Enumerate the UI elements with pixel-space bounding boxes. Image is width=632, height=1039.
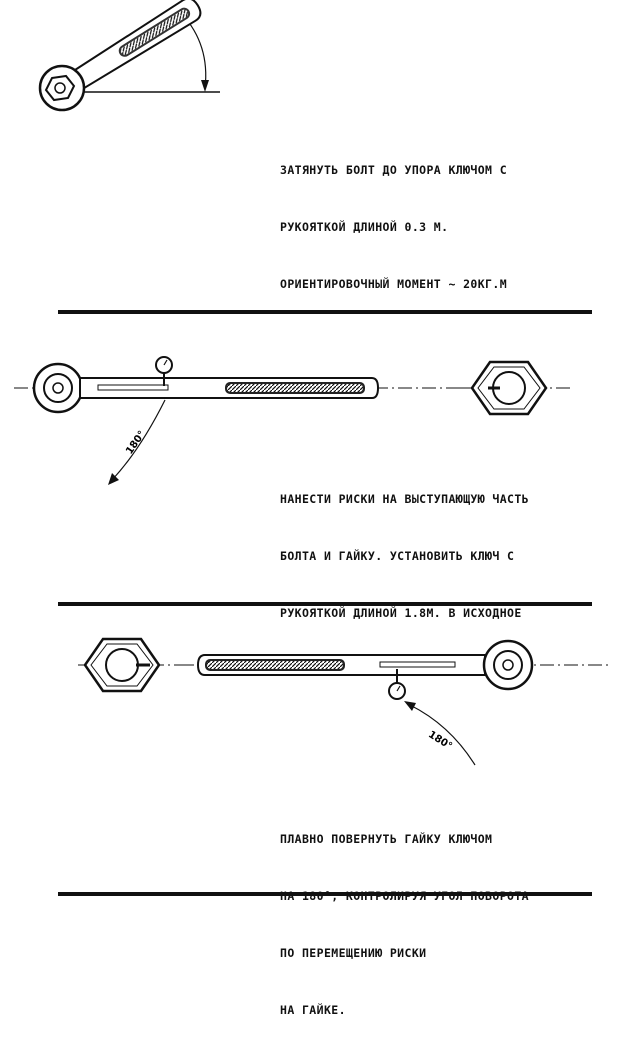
step3-figure: 180° — [0, 615, 632, 775]
step1-caption: затянуть болт до упора ключом с рукоятко… — [280, 123, 507, 313]
rotation-arc — [409, 704, 476, 766]
caption-line: на гайке. — [280, 1003, 346, 1017]
caption-line: нанести риски на выступающую часть — [280, 492, 530, 506]
handle-grip — [207, 661, 343, 669]
angle-arrowhead — [201, 80, 209, 92]
caption-line: по перемещению риски — [280, 946, 427, 960]
caption-line: болта и гайку. установить ключ с — [280, 549, 515, 563]
bolt-center — [54, 82, 66, 94]
bolt-end — [105, 648, 139, 682]
long-wrench-drawing: 180° — [14, 356, 570, 485]
caption-line: рукояткой длиной 1.8м. в исходное — [280, 606, 522, 620]
section-divider — [58, 310, 592, 314]
caption-line: затянуть болт до упора ключом с — [280, 163, 508, 177]
angle-label: 180° — [124, 429, 148, 457]
rotation-arc — [111, 399, 166, 481]
long-wrench-drawing-rotated: 180° — [78, 637, 610, 766]
section-divider — [58, 602, 592, 606]
caption-line: рукояткой длиной 0.3 м. — [280, 220, 449, 234]
step2-caption: нанести риски на выступающую часть болта… — [280, 452, 529, 699]
handle-grip — [227, 384, 363, 392]
step1-figure — [0, 0, 632, 300]
short-wrench — [67, 0, 202, 93]
section-divider — [58, 892, 592, 896]
short-wrench-drawing — [38, 0, 220, 112]
rotation-arrowhead — [404, 701, 416, 711]
step3-caption: плавно повернуть гайку ключом на 180°, к… — [280, 792, 529, 1039]
caption-line: на 180°, контролируя угол поворота — [280, 889, 530, 903]
caption-line: ориентировочный момент ~ 20кг.м — [280, 277, 508, 291]
step2-figure: 180° — [0, 330, 632, 600]
caption-line: плавно повернуть гайку ключом — [280, 832, 493, 846]
rotation-arrowhead — [108, 473, 119, 485]
